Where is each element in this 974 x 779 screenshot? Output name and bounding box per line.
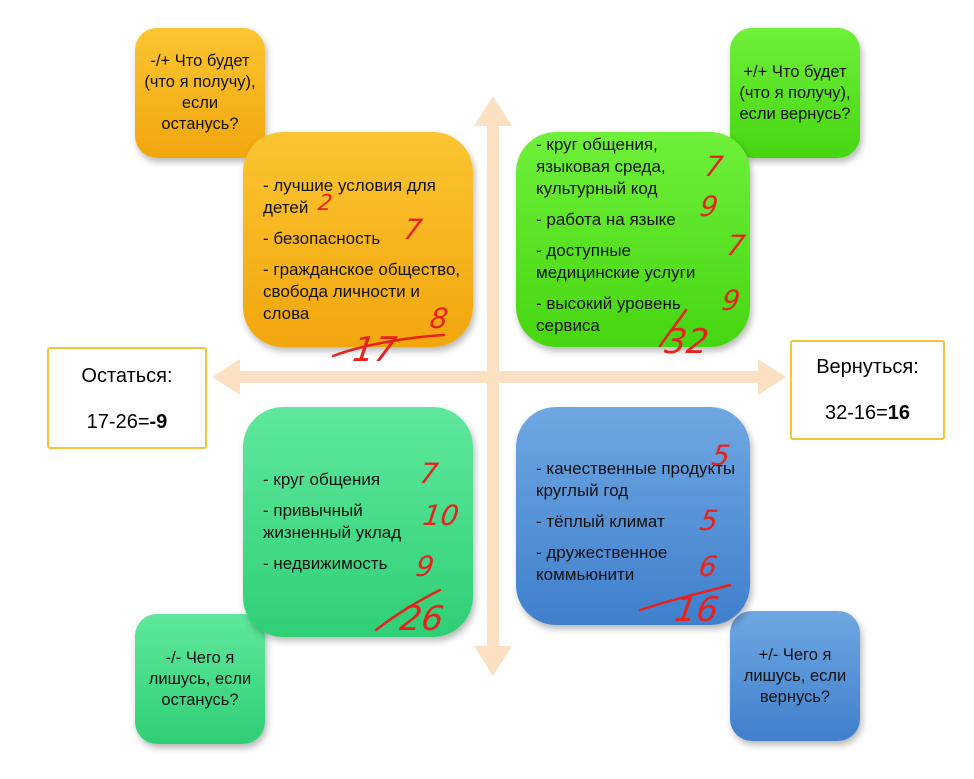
total-mark: 16: [672, 590, 722, 630]
corner-return-loss-question: +/- Чего я лишусь, если вернусь?: [730, 611, 860, 741]
total-mark: 17: [350, 330, 400, 370]
list-item: - высокий уровень сервиса: [536, 294, 681, 335]
score-mark: 7: [724, 229, 748, 262]
corner-return-gain-question: +/+ Что будет (что я получу), если верну…: [730, 28, 860, 158]
horizontal-axis-arrow: [212, 359, 786, 395]
stay-result-label: Остаться:: [81, 365, 173, 387]
list-item: - гражданское общество, свобода личности…: [263, 260, 461, 323]
quadrant-return-gain: - круг общения, языковая среда, культурн…: [516, 132, 750, 347]
list-item: - дружественное коммьюнити: [536, 543, 668, 584]
list-item: - лучшие условия для детей: [263, 176, 436, 217]
score-mark: 7: [401, 213, 425, 246]
corner-stay-gain-question: -/+ Что будет (что я получу), если остан…: [135, 28, 265, 158]
return-result-note: Вернуться: 32-16=16: [790, 340, 945, 440]
return-result-formula: 32-16=16: [824, 402, 911, 424]
total-mark: 26: [397, 599, 447, 639]
list-item: - работа на языке: [536, 210, 676, 229]
list-item: - привычный жизненный уклад: [263, 501, 402, 542]
total-mark: 32: [662, 322, 712, 362]
vertical-axis-arrow: [474, 96, 512, 676]
score-mark: 7: [702, 150, 726, 183]
list-item: - безопасность: [263, 229, 381, 248]
corner-stay-loss-question: -/- Чего я лишусь, если останусь?: [135, 614, 265, 744]
return-result-label: Вернуться:: [816, 356, 919, 378]
list-item: - качественные продукты круглый год: [536, 459, 736, 500]
stay-result-formula: 17-26=-9: [86, 411, 168, 433]
stay-result-note: Остаться: 17-26=-9: [47, 347, 207, 449]
quadrant-stay-gain: - лучшие условия для детей - безопасност…: [243, 132, 473, 347]
list-item: - круг общения: [263, 470, 381, 489]
list-item: - доступные медицинские услуги: [536, 241, 696, 282]
list-item: - круг общения, языковая среда, культурн…: [536, 135, 666, 198]
list-item: - недвижимость: [263, 554, 388, 573]
list-item: - тёплый климат: [536, 512, 665, 531]
score-mark: 10: [420, 499, 462, 532]
score-mark: 7: [417, 457, 441, 490]
quadrant-return-loss: - качественные продукты круглый год - тё…: [516, 407, 750, 625]
